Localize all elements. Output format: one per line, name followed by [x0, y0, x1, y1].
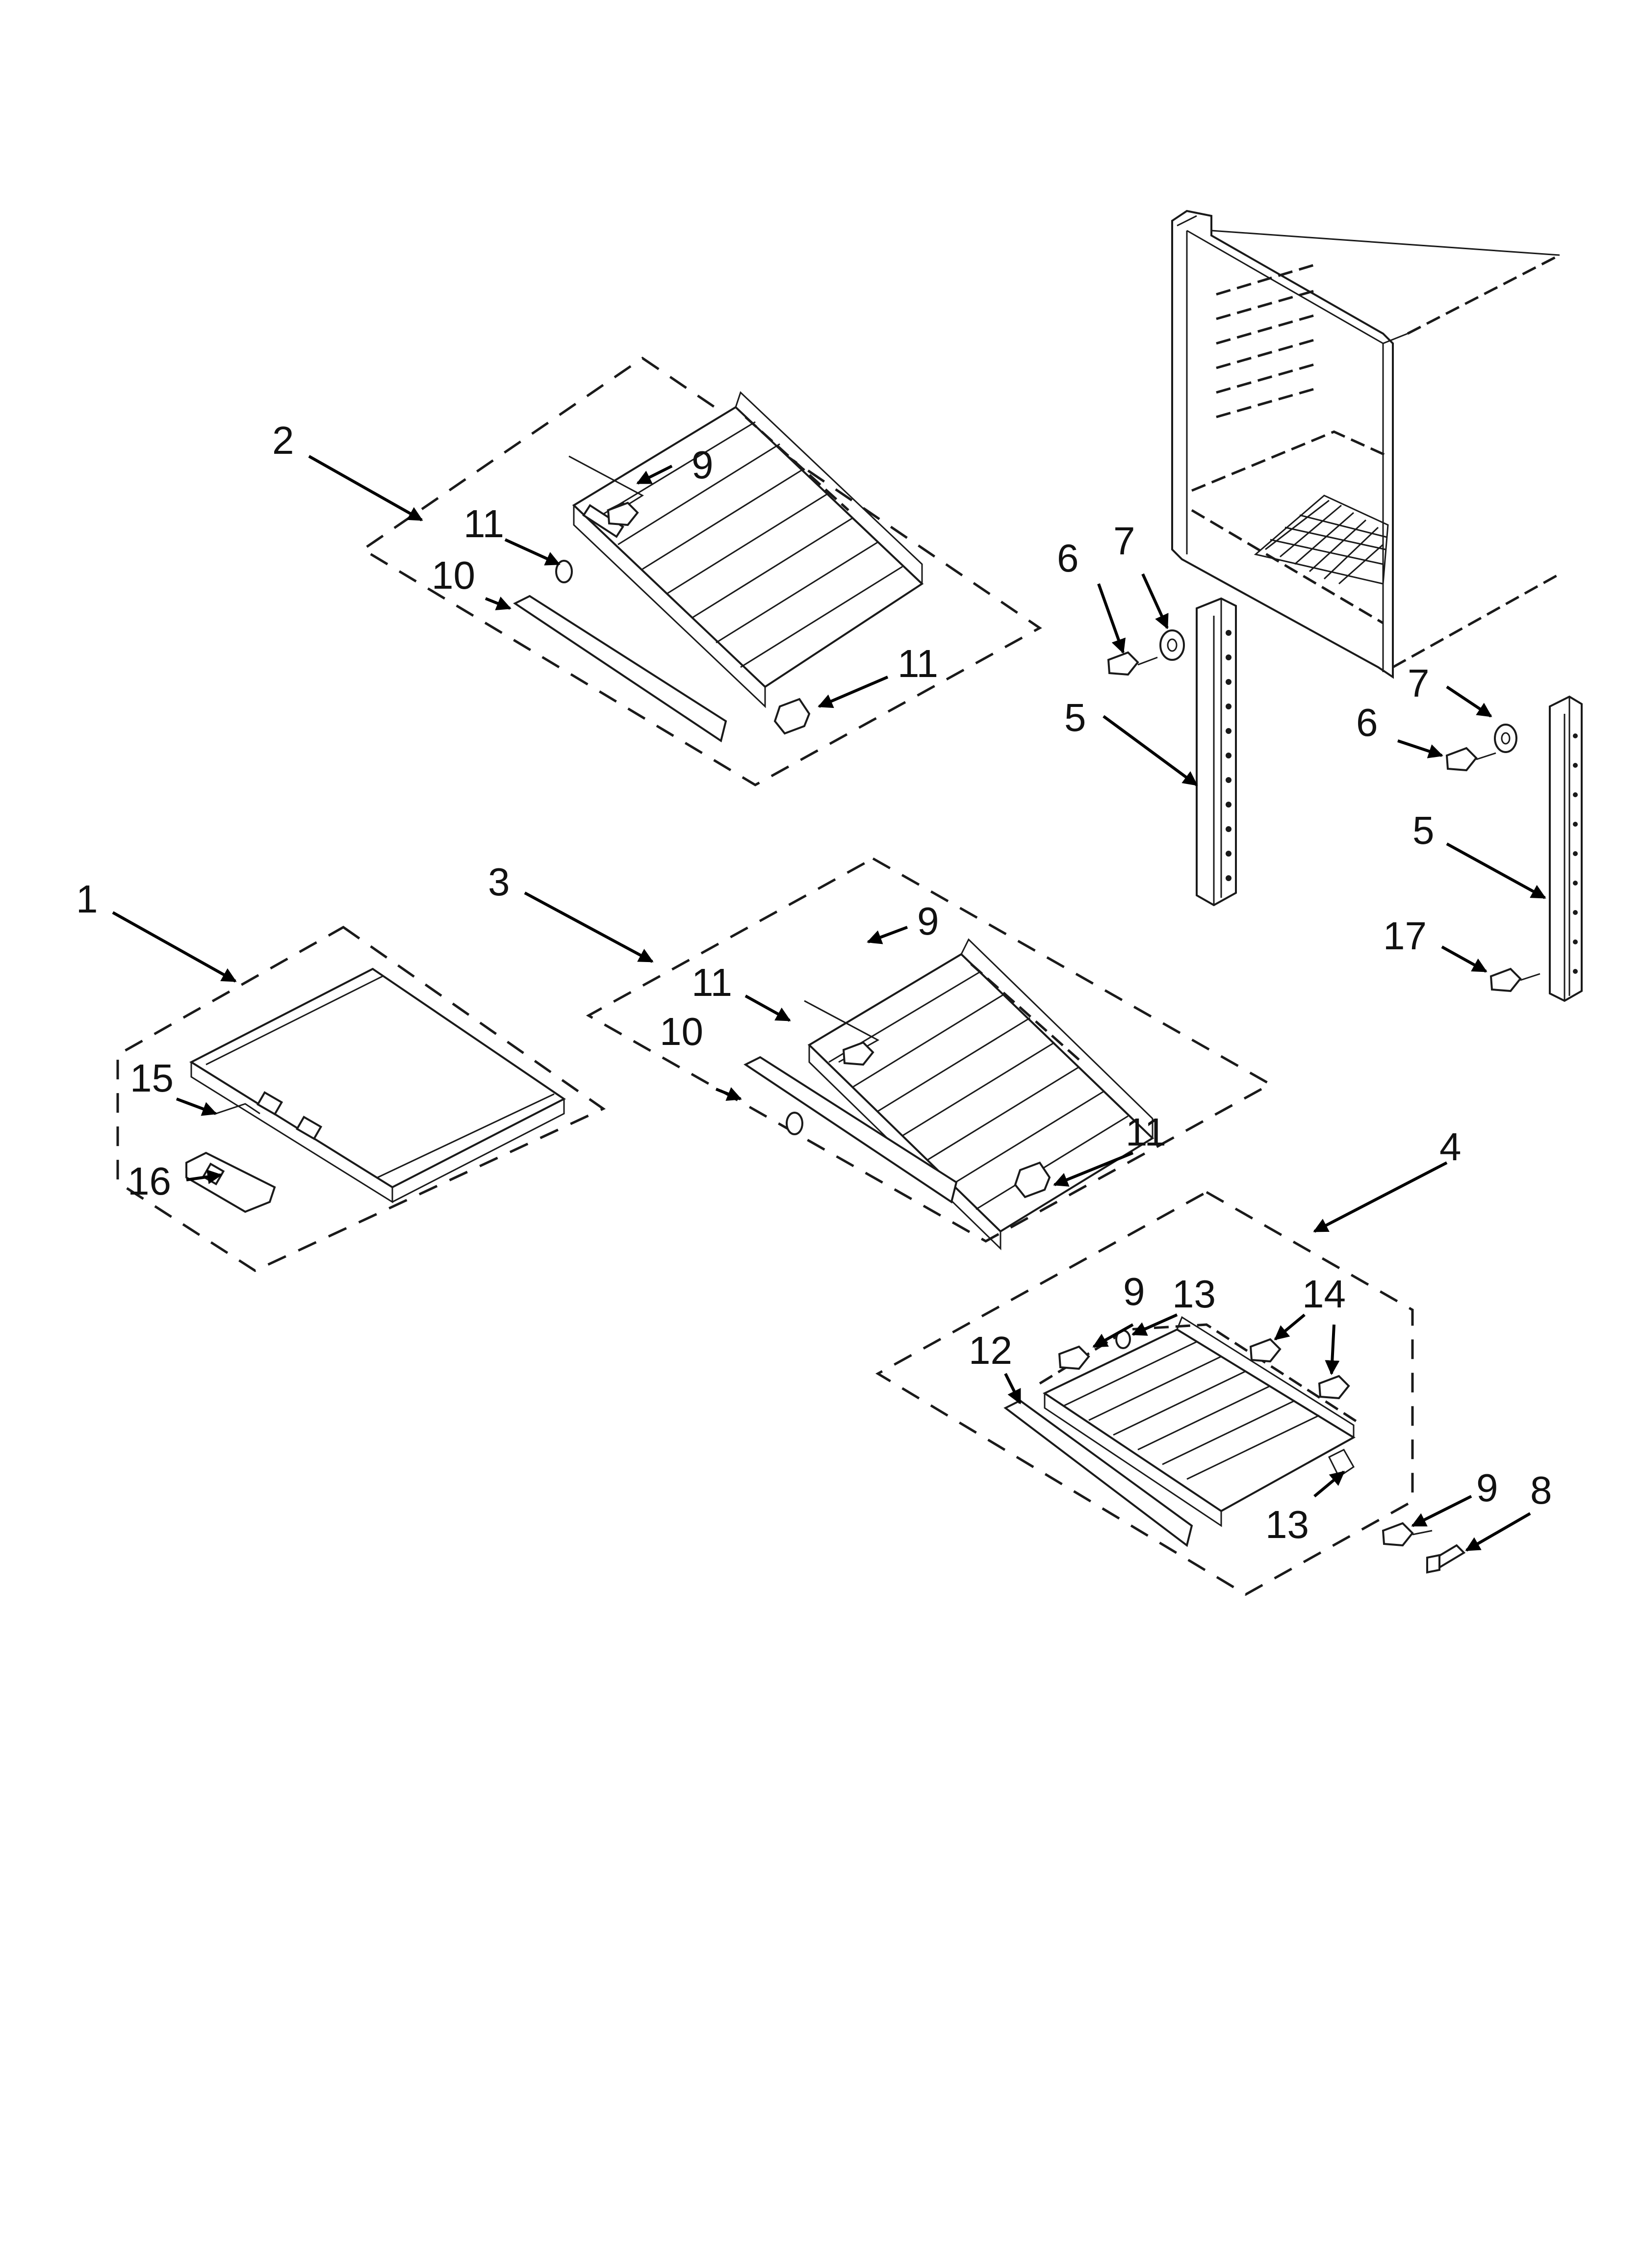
screw-17 — [1489, 967, 1540, 992]
callout-11: 11 — [692, 961, 732, 1004]
callout-12: 12 — [969, 1329, 1012, 1372]
callout-1: 1 — [76, 877, 98, 921]
callout-9: 9 — [692, 443, 714, 487]
callout-17: 17 — [1383, 914, 1427, 958]
callout-5: 5 — [1064, 696, 1086, 739]
callout-6: 6 — [1057, 536, 1079, 580]
callout-9: 9 — [1123, 1270, 1145, 1313]
callout-3: 3 — [488, 860, 510, 904]
callout-11: 11 — [1126, 1110, 1166, 1154]
callout-13: 13 — [1172, 1272, 1216, 1316]
callout-6: 6 — [1356, 701, 1378, 744]
callout-9: 9 — [917, 899, 939, 943]
callout-13: 13 — [1265, 1503, 1309, 1546]
callout-10: 10 — [432, 553, 475, 597]
callout-8: 8 — [1530, 1468, 1552, 1512]
callout-2: 2 — [272, 418, 294, 462]
part-16-light — [185, 1151, 276, 1213]
trim-10-middle — [744, 1056, 958, 1204]
callout-16: 16 — [128, 1159, 171, 1203]
screw-9-upper — [606, 501, 639, 526]
callout-10: 10 — [660, 1010, 703, 1053]
screw-9-middle — [842, 1041, 874, 1066]
screw-9-loose — [1382, 1522, 1433, 1547]
assembly-2-drawer — [360, 356, 1042, 786]
cabinet-housing — [1171, 209, 1561, 679]
screw-14-b — [1318, 1375, 1350, 1400]
callout-7: 7 — [1113, 519, 1135, 563]
trim-10-upper — [513, 595, 727, 743]
mounting-bracket-right — [1549, 695, 1583, 1002]
assembly-1-shelf — [116, 926, 606, 1272]
screw-9-lower — [1058, 1345, 1090, 1370]
leader-arrows — [112, 455, 1546, 1552]
bushing-11-upper-b — [773, 698, 811, 735]
screw-14-a — [1249, 1338, 1282, 1363]
callout-15: 15 — [130, 1056, 174, 1100]
washer-7-right — [1494, 724, 1517, 753]
washer-7-left — [1159, 629, 1185, 661]
callout-4: 4 — [1439, 1125, 1462, 1169]
callout-5: 5 — [1412, 808, 1435, 852]
callout-11: 11 — [898, 642, 938, 685]
callout-14: 14 — [1302, 1272, 1346, 1316]
screw-6-right — [1445, 747, 1496, 772]
pin-8 — [1426, 1544, 1466, 1574]
callout-11: 11 — [463, 502, 504, 546]
screw-6-left — [1107, 651, 1158, 676]
callout-9: 9 — [1476, 1466, 1498, 1510]
callout-7: 7 — [1408, 661, 1430, 705]
callout-labels: 2 9 11 10 11 6 7 5 7 6 5 17 1 3 9 11 10 … — [76, 418, 1552, 1546]
mounting-bracket-left — [1196, 597, 1237, 907]
bushing-11-middle-a — [786, 1112, 803, 1135]
bushing-11-middle-b — [1014, 1161, 1051, 1199]
bushing-11-upper-a — [555, 560, 573, 583]
